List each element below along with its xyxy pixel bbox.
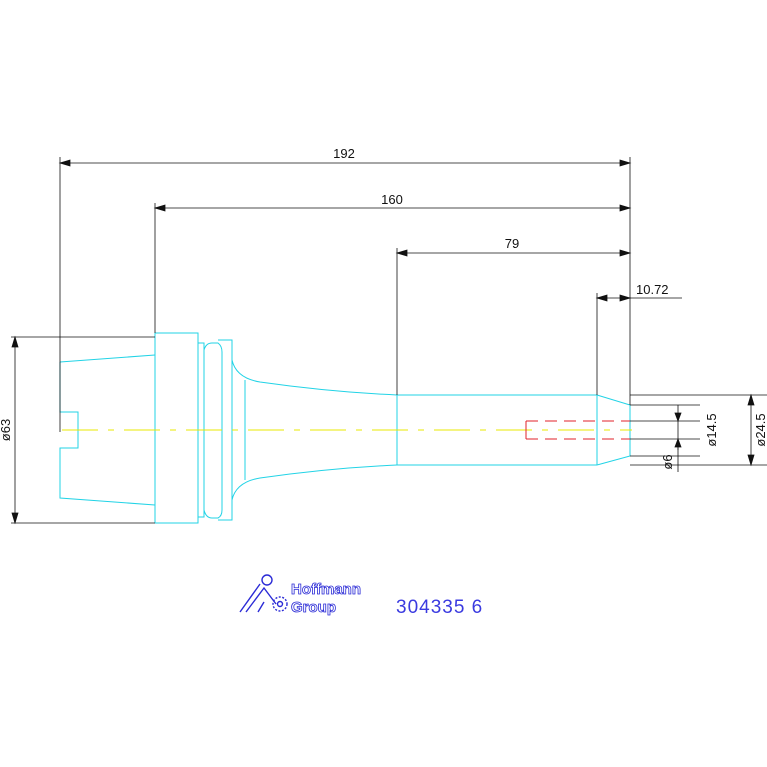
flange (154, 332, 199, 524)
shank-taper-top (231, 359, 398, 396)
dim-label-diameter-24-5: ø24.5 (753, 413, 767, 446)
hidden-bore (525, 420, 630, 440)
dimension-lines (11, 157, 767, 525)
dim-label-10-72: 10.72 (636, 282, 669, 297)
hoffmann-group-logo: Hoffmann Group (239, 574, 361, 616)
dim-label-160: 160 (381, 192, 403, 207)
dimension-labels: 192 160 79 10.72 ø63 ø24.5 ø14.5 ø6 (0, 146, 767, 470)
dim-label-diameter-63: ø63 (0, 419, 13, 441)
logo-line1: Hoffmann (291, 581, 361, 598)
dim-label-diameter-6: ø6 (660, 454, 675, 469)
dim-label-79: 79 (505, 236, 519, 251)
dim-label-diameter-14-5: ø14.5 (704, 413, 719, 446)
dim-label-192: 192 (333, 146, 355, 161)
logo-mark-icon (239, 574, 288, 613)
part-number: 304335 6 (396, 597, 483, 618)
part-outline (59, 332, 631, 524)
shank-taper-bottom (231, 464, 398, 501)
logo-line2: Group (291, 599, 336, 616)
